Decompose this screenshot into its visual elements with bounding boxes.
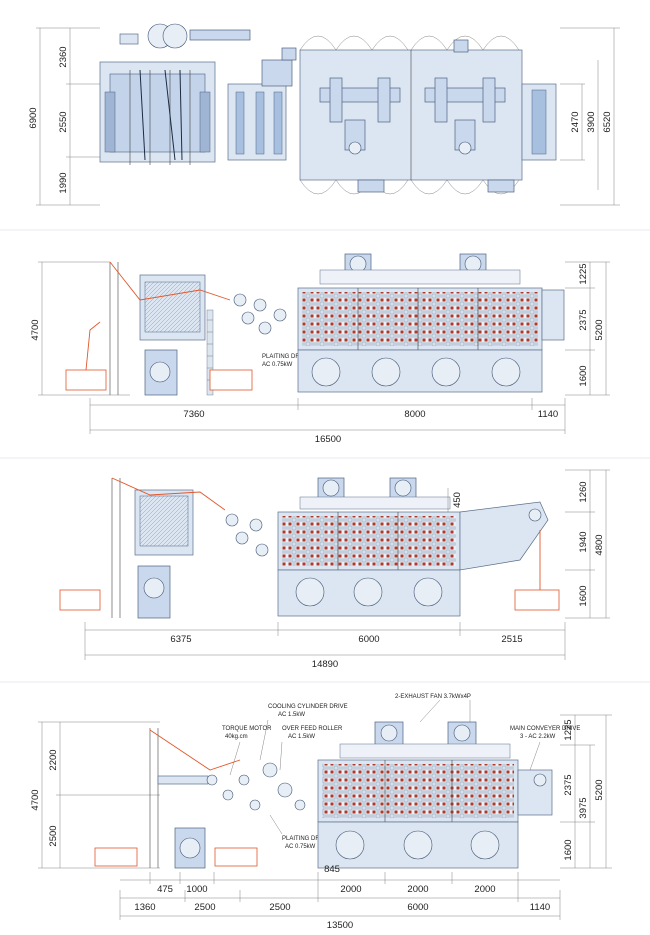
entry-rollers-3 <box>206 762 306 811</box>
dim-13500: 13500 <box>327 920 353 931</box>
dim-14890: 14890 <box>312 659 338 670</box>
dim-1260: 1260 <box>578 481 589 502</box>
dim-3900: 3900 <box>586 111 597 132</box>
entry-rollers-2 <box>225 513 269 557</box>
dim-2000-a: 2000 <box>340 884 361 895</box>
dim-2000-c: 2000 <box>474 884 495 895</box>
dim-6000: 6000 <box>358 634 379 645</box>
dim-6900: 6900 <box>28 107 39 128</box>
note-main-conveyer-power: 3 - AC 2.2kW <box>520 734 556 740</box>
note-exhaust-fan: 2-EXHAUST FAN 3.7kWx4P <box>395 694 471 700</box>
dim-6000-b: 6000 <box>407 902 428 913</box>
dim-4700: 4700 <box>30 319 41 340</box>
dim-1140-b: 1140 <box>530 902 550 913</box>
fan-assembly-left <box>319 77 401 155</box>
dim-3975: 3975 <box>578 797 589 818</box>
note-main-conveyer-drive: MAIN CONVEYER DRIVE <box>510 726 580 732</box>
dim-845: 845 <box>324 864 340 875</box>
dim-475: 475 <box>157 884 173 895</box>
dim-2360: 2360 <box>58 46 69 67</box>
note-plaiting-drive-b-power: AC 0.75kW <box>285 844 316 850</box>
dim-1000: 1000 <box>186 884 207 895</box>
note-plaiting-drive-b: PLAITING DRIVE <box>282 836 329 842</box>
dim-2470: 2470 <box>570 111 581 132</box>
dim-2375-b: 2375 <box>563 774 574 795</box>
dim-1225: 1225 <box>578 263 589 284</box>
dim-1600: 1600 <box>578 365 589 386</box>
entry-rollers <box>233 293 287 335</box>
note-over-feed-roller-power: AC 1.5kW <box>288 734 315 740</box>
dim-5200: 5200 <box>594 319 605 340</box>
dim-1600-2: 1600 <box>578 585 589 606</box>
dim-4700-b: 4700 <box>30 789 41 810</box>
note-cooling-cylinder-drive: COOLING CYLINDER DRIVE <box>268 704 348 710</box>
elevation-view-1: 4700 PLAITING DRIVE AC 0.75kW <box>30 253 610 445</box>
note-over-feed-roller: OVER FEED ROLLER <box>282 726 343 732</box>
dim-1940: 1940 <box>578 531 589 552</box>
dim-2515: 2515 <box>501 634 522 645</box>
dim-2375: 2375 <box>578 309 589 330</box>
dim-2500-left: 2500 <box>48 825 59 846</box>
dim-1990: 1990 <box>58 172 69 193</box>
plan-view: 6900 2360 2550 1990 <box>28 23 620 206</box>
dim-8000: 8000 <box>404 409 425 420</box>
dim-6375: 6375 <box>170 634 191 645</box>
elevation-view-3: 4700 2200 2500 COOLING CYLINDER DRIVE AC… <box>30 694 612 931</box>
dim-1600-b: 1600 <box>563 839 574 860</box>
dim-2000-b: 2000 <box>407 884 428 895</box>
dim-16500: 16500 <box>315 434 341 445</box>
note-cooling-cylinder-power: AC 1.5kW <box>278 712 305 718</box>
dim-5200-b: 5200 <box>594 779 605 800</box>
dim-4800: 4800 <box>594 534 605 555</box>
note-torque-motor: TORQUE MOTOR <box>222 726 272 732</box>
dim-2500-a: 2500 <box>194 902 215 913</box>
dim-450: 450 <box>452 492 463 508</box>
dim-2500-b: 2500 <box>269 902 290 913</box>
dim-1225-b: 1225 <box>563 719 574 740</box>
dim-2200: 2200 <box>48 749 59 770</box>
dim-7360: 7360 <box>183 409 204 420</box>
dim-1360: 1360 <box>134 902 155 913</box>
note-plaiting-drive: PLAITING DRIVE <box>262 354 309 360</box>
fan-assembly-right <box>424 77 506 155</box>
elevation-view-2: 1260 450 1940 4800 1600 6375 6000 2515 1… <box>59 469 610 670</box>
dim-6520: 6520 <box>602 111 613 132</box>
note-torque-motor-value: 40kg.cm <box>225 734 248 740</box>
dim-1140: 1140 <box>538 409 558 420</box>
dim-2550: 2550 <box>58 111 69 132</box>
note-plaiting-drive-power: AC 0.75kW <box>262 362 293 368</box>
